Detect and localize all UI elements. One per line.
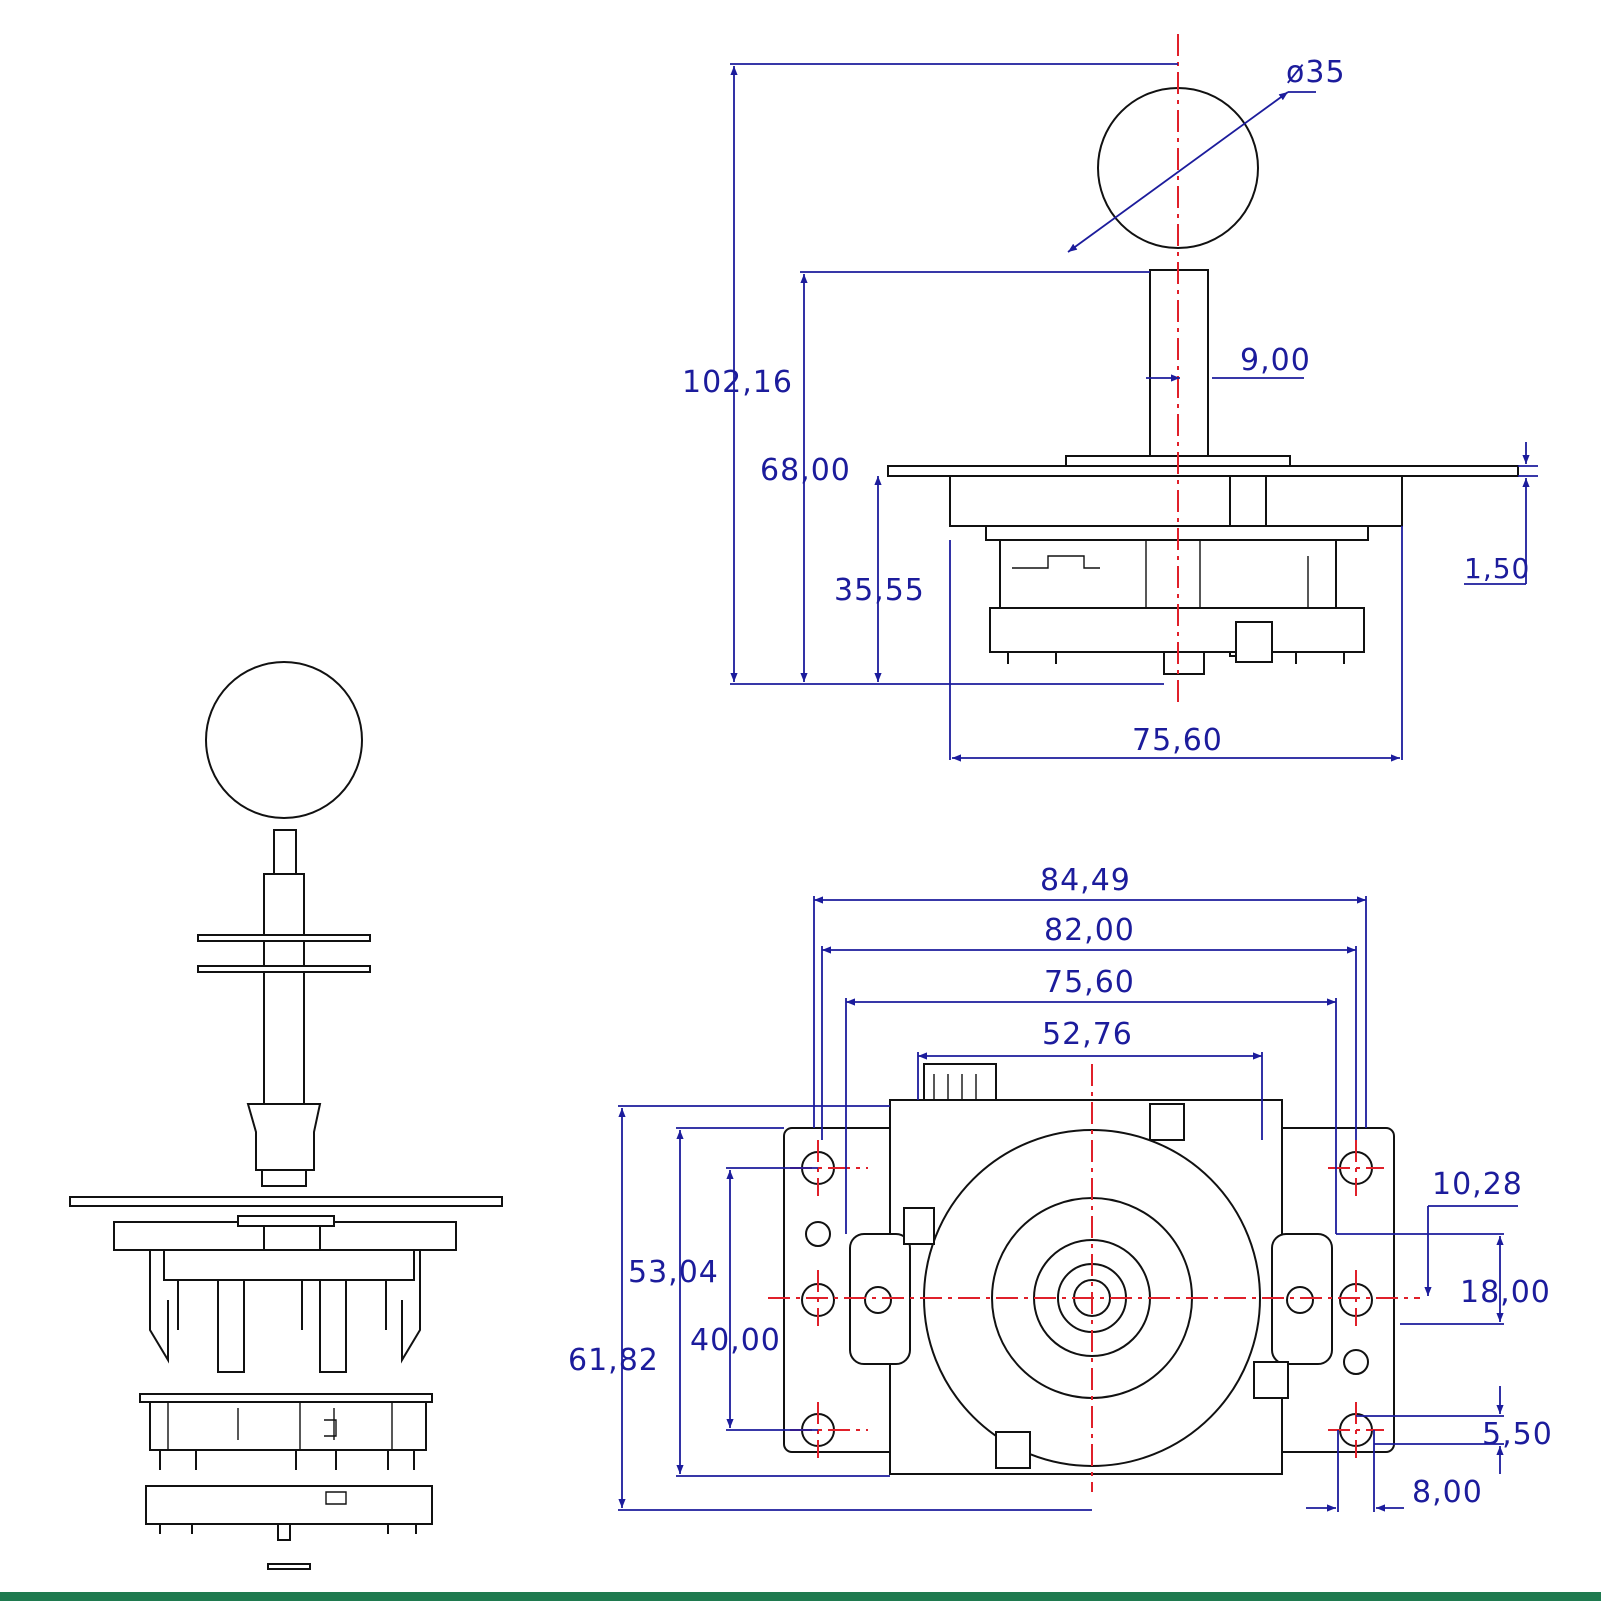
dim-plate-height: 61,82 — [568, 1343, 659, 1378]
dim-slot-length: 8,00 — [1412, 1475, 1483, 1510]
dim-inner-hole-spacing: 75,60 — [1044, 965, 1135, 1000]
dim-plate-thickness: 1,50 — [1464, 552, 1530, 585]
dim-ball-center-height: 68,00 — [760, 453, 851, 488]
dim-slot-width: 5,50 — [1482, 1417, 1553, 1452]
dim-slot-spacing: 18,00 — [1460, 1275, 1551, 1310]
dim-body-width: 52,76 — [1042, 1017, 1133, 1052]
dim-slot-offset: 10,28 — [1432, 1167, 1523, 1202]
dim-ball-diameter: ø35 — [1286, 55, 1346, 90]
exploded-view — [69, 661, 503, 1570]
dim-shaft-width: 9,00 — [1240, 343, 1311, 378]
dim-hole-vertical-spacing: 40,00 — [690, 1323, 781, 1358]
side-view — [887, 87, 1519, 675]
bottom-border-bar — [0, 1592, 1601, 1601]
dim-body-height: 35,55 — [834, 573, 925, 608]
dim-body-height-top: 53,04 — [628, 1255, 719, 1290]
dimension-labels: ø35 102,16 68,00 35,55 9,00 1,50 75,60 8… — [568, 55, 1553, 1510]
dim-total-height: 102,16 — [682, 365, 793, 400]
dim-side-body-width: 75,60 — [1132, 723, 1223, 758]
dim-plate-width: 84,49 — [1040, 863, 1131, 898]
top-view — [783, 1063, 1395, 1475]
dim-outer-hole-spacing: 82,00 — [1044, 913, 1135, 948]
dimension-lines — [618, 63, 1538, 1512]
